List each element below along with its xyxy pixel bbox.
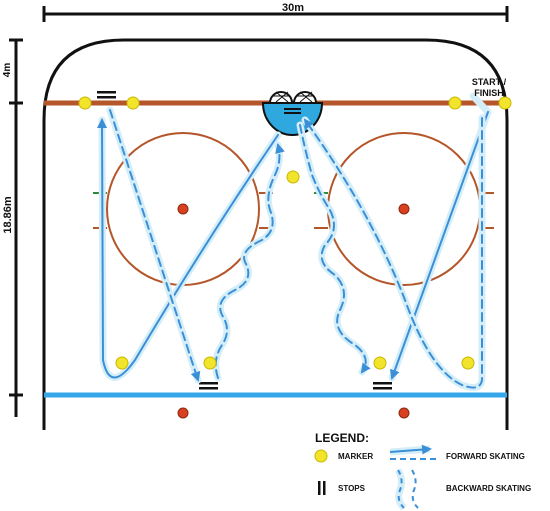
faceoff-dot (177, 407, 189, 419)
side-label: 18.86m (2, 196, 14, 234)
dashed-path-right-loop (303, 117, 483, 389)
rink-boards (42, 38, 509, 430)
top-zone-label: 4m (2, 63, 13, 78)
marker-icon (448, 96, 462, 110)
legend: LEGEND: MARKER STOPS FORWARD SKATING BAC… (314, 431, 531, 511)
stop-icon (199, 382, 218, 390)
start-finish-line1: START / (472, 77, 507, 87)
faceoff-dot (177, 203, 189, 215)
faceoff-dot (398, 407, 410, 419)
forward-skating-paths (97, 92, 492, 382)
marker-icon (373, 356, 387, 370)
legend-marker-label: MARKER (338, 452, 373, 461)
legend-backward-label: BACKWARD SKATING (446, 484, 531, 493)
markers (78, 96, 512, 370)
dashed-path-left-diagonal (109, 109, 201, 382)
legend-forward-label: FORWARD SKATING (446, 452, 525, 461)
backward-skating-paths (106, 106, 486, 392)
faceoff-dot (398, 203, 410, 215)
legend-stops-icon (318, 481, 326, 495)
marker-icon (203, 356, 217, 370)
dashed-path-right-wavy (299, 124, 371, 374)
stop-icon (373, 382, 392, 390)
legend-title: LEGEND: (315, 431, 369, 445)
marker-icon (78, 96, 92, 110)
marker-icon (286, 170, 300, 184)
goal-net-icon (261, 91, 324, 136)
forward-path-left (97, 118, 279, 379)
legend-marker-icon (314, 449, 328, 463)
width-label: 30m (282, 2, 304, 14)
marker-icon (115, 356, 129, 370)
legend-backward-icon (394, 468, 419, 511)
side-dimension: 4m 18.86m (2, 38, 23, 417)
marker-icon (498, 96, 512, 110)
dashed-path-left-wavy (214, 143, 285, 379)
start-finish-line2: FINISH (474, 88, 504, 98)
width-dimension: 30m (42, 2, 509, 22)
stop-icon (97, 91, 116, 99)
marker-icon (126, 96, 140, 110)
forward-path-right (390, 111, 489, 380)
legend-forward-icon (389, 444, 436, 460)
marker-icon (461, 356, 475, 370)
legend-stops-label: STOPS (338, 484, 366, 493)
